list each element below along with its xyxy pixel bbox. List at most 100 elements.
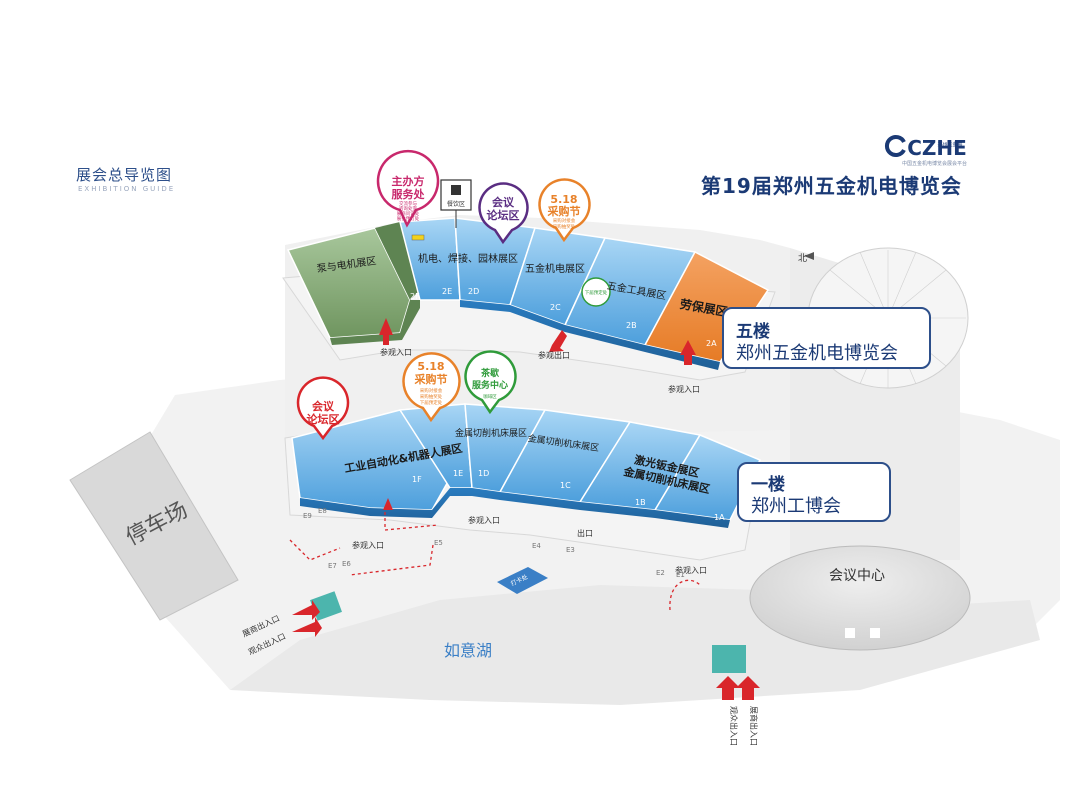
entrance-booth-bottom: [712, 645, 746, 673]
entrance-arrows: [292, 318, 760, 700]
arrow-1F-entrance: [383, 498, 393, 510]
floor5-halls: [286, 217, 770, 370]
north-arrow: [804, 252, 814, 260]
arrow-2F-entrance: [379, 318, 393, 345]
logo-wordmark: CZHE: [907, 136, 967, 160]
dining-sign: [411, 179, 472, 241]
purchase1-title1: 5.18: [417, 360, 444, 373]
floor1-halls: [291, 403, 762, 528]
purchase5-line2: 采购抽奖处: [553, 223, 576, 230]
gate-e2: E2: [656, 569, 665, 577]
conference-center: [749, 545, 971, 651]
gate-e1: E1: [676, 571, 685, 579]
floor5-callout-name: 郑州五金机电博览会: [736, 343, 898, 364]
purchase1-title2: 采购节: [414, 372, 448, 386]
expo-title: 第19届郑州五金机电博览会: [701, 174, 962, 198]
purchase5-line1: 采购对接会: [553, 217, 576, 224]
gate-e3: E3: [566, 546, 575, 554]
floor5-callout: 五楼 郑州五金机电博览会: [722, 307, 931, 369]
organizer-line2: 咨询处室: [399, 205, 417, 212]
floor5-front-edge: [460, 300, 720, 370]
f1-exit: 出口: [577, 528, 593, 538]
f1-entrance-center: 参观入口: [468, 515, 500, 525]
gate-e8: E8: [318, 507, 327, 515]
overview-subtitle: EXHIBITION GUIDE: [78, 185, 176, 193]
conference-center-label: 会议中心: [829, 568, 885, 584]
floor1-callout-floor: 一楼: [751, 475, 785, 495]
hall-2F-code: 2F: [410, 292, 420, 301]
lake-label: 如意湖: [444, 641, 492, 660]
arrow-2A-entrance: [680, 340, 696, 365]
organizer-line1: 交流参与: [399, 200, 417, 207]
f5-entrance-right: 参观入口: [668, 384, 700, 394]
purchase1-line2: 采购抽奖处: [420, 393, 443, 400]
hall-2C-code: 2C: [550, 303, 561, 312]
bubble-organizer: [376, 149, 440, 228]
gate-e9: E9: [303, 512, 312, 520]
gate-e5: E5: [434, 539, 443, 547]
hall-1D-name: 金属切削机床展区: [455, 427, 527, 439]
organizer-title2: 服务处: [392, 187, 426, 201]
hall-2F-side: [375, 222, 420, 300]
logo-tagline: 中国五金机电博览会展会平台: [902, 161, 968, 167]
gate-e4: E4: [532, 542, 541, 550]
expo-logo: [884, 135, 906, 157]
hall-2E-code: 2E: [442, 287, 452, 296]
bubble-small-sign: [581, 277, 611, 307]
forum5-title2: 论坛区: [487, 208, 520, 222]
visitor-paths: [289, 512, 701, 611]
bubble-tea: [464, 350, 517, 415]
north-label: 北: [798, 253, 807, 264]
hall-1C-code: 1C: [560, 481, 571, 490]
forum1-title2: 论坛区: [307, 412, 340, 426]
gate-e6: E6: [342, 560, 351, 568]
f5-exit: 参观出口: [538, 350, 570, 360]
arrow-bottom-left: [716, 676, 740, 700]
hall-1E-code: 1E: [453, 469, 463, 478]
floor1-callout-name: 郑州工博会: [751, 496, 841, 517]
floor5-callout-floor: 五楼: [736, 322, 770, 342]
floor1-callout: 一楼 郑州工博会: [737, 462, 891, 522]
tea-sub: 咖啡区: [483, 393, 497, 400]
floor5-front-edge-green: [330, 300, 420, 345]
arrow-2C-exit: [549, 330, 567, 352]
purchase5-title1: 5.18: [550, 193, 577, 206]
organizer-line3: 展商问讯处: [397, 210, 420, 217]
hall-1B-code: 1B: [635, 498, 646, 507]
bubble-forum-5f: [478, 182, 529, 245]
forum5-title1: 会议: [492, 195, 515, 209]
ticket-office: [497, 567, 548, 594]
bubble-purchase-5f: [538, 178, 591, 243]
purchase1-line1: 采购对接会: [420, 387, 443, 394]
tea-title1: 茶歇: [480, 367, 499, 379]
purchase1-line3: 下届预定处: [420, 399, 443, 406]
hall-2D-code: 2D: [468, 287, 479, 296]
organizer-title1: 主办方: [392, 174, 425, 188]
hall-2B-code: 2B: [626, 321, 637, 330]
overview-title: 展会总导览图: [76, 166, 173, 184]
gate-e7: E7: [328, 562, 337, 570]
f1-entrance-right: 参观入口: [675, 565, 707, 575]
f5-entrance-left: 参观入口: [380, 347, 412, 357]
purchase5-title2: 采购节: [547, 204, 581, 218]
hall-2C-name: 五金机电展区: [525, 262, 585, 275]
arrow-exhibitor-entrance: [292, 600, 320, 620]
arrow-bottom-right: [736, 676, 760, 700]
hall-1F-code: 1F: [412, 475, 422, 484]
small-sign-label: 下届预定处: [585, 289, 608, 296]
bottom-exhibitor-entrance-label: 展商出入口: [749, 706, 759, 746]
bubble-purchase-1f: [402, 352, 461, 423]
hall-1D-code: 1D: [478, 469, 489, 478]
hall-1A-code: 1A: [714, 513, 725, 522]
organizer-line4: 展位预订处: [397, 215, 420, 222]
floor1-front-edge: [300, 488, 730, 528]
tea-title2: 服务中心: [472, 379, 508, 391]
f1-entrance-left: 参观入口: [352, 540, 384, 550]
parking-lot: [69, 431, 239, 621]
bubble-forum-1f: [296, 376, 350, 441]
arrow-visitor-entrance: [292, 617, 322, 637]
hall-2A-code: 2A: [706, 339, 717, 348]
hall-2E-name: 机电、焊接、园林展区: [418, 252, 518, 265]
